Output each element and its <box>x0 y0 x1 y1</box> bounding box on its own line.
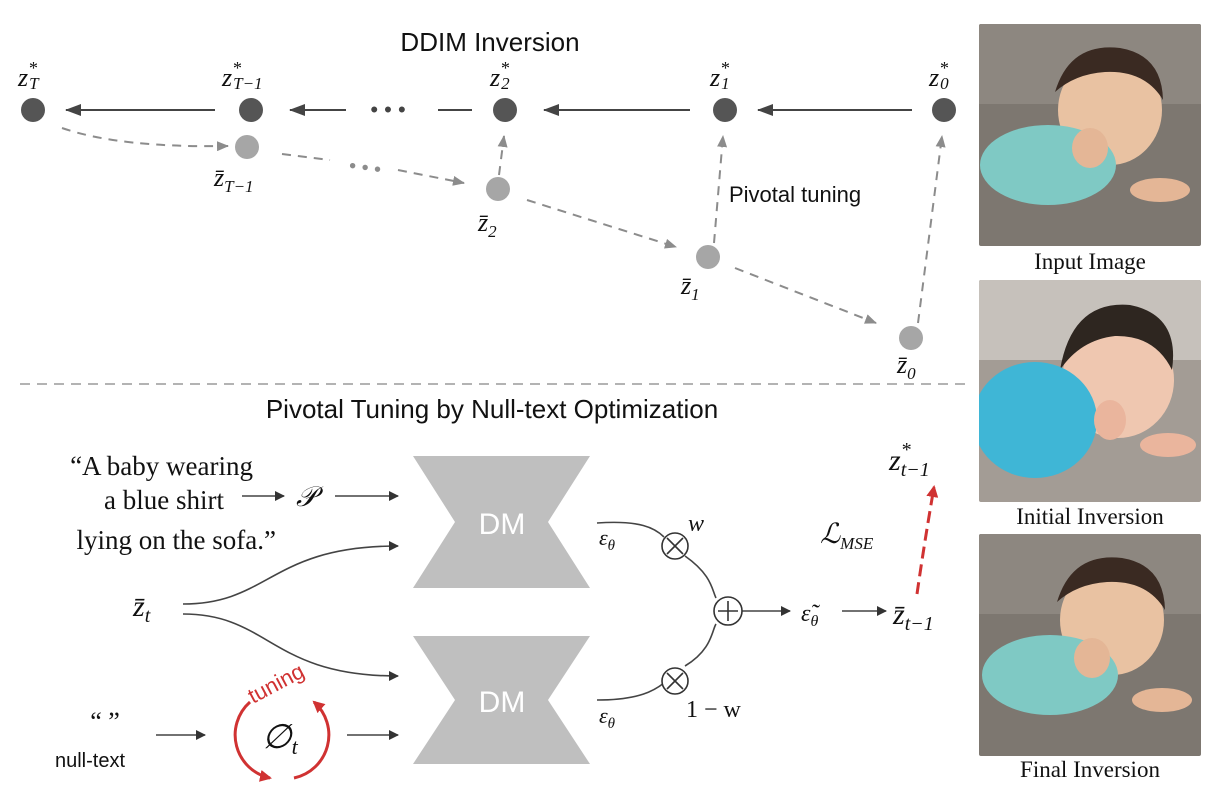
eps-label-conditional: εθ <box>599 525 616 554</box>
initial-inversion-image <box>979 280 1201 502</box>
prompt-line-2: a blue shirt <box>104 485 224 515</box>
label-zstar-2: z*2 <box>489 58 510 93</box>
caption-final-inversion: Final Inversion <box>1020 757 1160 782</box>
dm-block-unconditional <box>413 636 590 764</box>
label-zbar-2: z̄2 <box>477 208 497 241</box>
prompt-line-3: lying on the sofa.” <box>77 525 276 555</box>
caption-input-image: Input Image <box>1034 249 1146 274</box>
add-op <box>713 596 743 626</box>
ellipsis-top: • • • <box>370 97 405 122</box>
node-zbar-1 <box>696 245 720 269</box>
label-zstar-T-1: z*T−1 <box>221 58 263 93</box>
null-quotes: “ ” <box>90 707 120 736</box>
label-zstar-0: z*0 <box>928 58 949 93</box>
label-zbar-T-1: z̄T−1 <box>213 163 254 196</box>
node-zbar-0 <box>899 326 923 350</box>
multiply-op-bottom <box>661 667 689 695</box>
label-zstar-1: z*1 <box>709 58 730 93</box>
output-latent-label: z̄t−1 <box>892 598 934 635</box>
node-zstar-1 <box>713 98 737 122</box>
null-text-title: Pivotal Tuning by Null-text Optimization <box>266 394 718 424</box>
caption-initial-inversion: Initial Inversion <box>1016 504 1164 529</box>
zbar-nodes <box>235 135 923 350</box>
dm-label-conditional: DM <box>479 508 526 541</box>
input-latent-label: z̄t <box>132 590 151 627</box>
loss-arrow <box>915 485 939 595</box>
node-zbar-T-1 <box>235 135 259 159</box>
prompt-line-1: “A baby wearing <box>70 451 253 481</box>
ddim-title: DDIM Inversion <box>400 27 579 57</box>
node-zstar-0 <box>932 98 956 122</box>
eps-tilde-label: ε̃θ <box>801 601 820 630</box>
multiply-op-top <box>661 532 689 560</box>
node-zstar-T-1 <box>239 98 263 122</box>
label-zbar-0: z̄0 <box>896 350 916 383</box>
dm-label-unconditional: DM <box>479 686 526 719</box>
dm-block-conditional <box>413 456 590 588</box>
null-embedding-label: ∅t <box>262 719 299 759</box>
tuning-cycle <box>233 700 331 782</box>
ellipsis-bottom: • • • <box>348 155 383 181</box>
tuning-label: tuning <box>244 658 309 708</box>
label-zstar-T: z*T <box>17 58 40 93</box>
node-zstar-2 <box>493 98 517 122</box>
label-zbar-1: z̄1 <box>680 271 700 304</box>
final-inversion-image <box>979 534 1201 756</box>
loss-label: ℒMSE <box>820 519 874 553</box>
pivotal-tuning-label: Pivotal tuning <box>729 182 861 207</box>
prompt-encoder-symbol: 𝒫 <box>296 482 324 513</box>
input-image <box>979 24 1201 246</box>
null-text-label: null-text <box>55 750 125 772</box>
weight-w-label: w <box>688 511 704 537</box>
node-zbar-2 <box>486 177 510 201</box>
zstar-nodes <box>21 98 956 122</box>
weight-1mw-label: 1 − w <box>686 697 742 723</box>
node-zstar-T <box>21 98 45 122</box>
target-latent-label: z*t−1 <box>888 439 930 481</box>
eps-label-unconditional: εθ <box>599 703 616 732</box>
dashed-trajectory <box>61 127 946 324</box>
